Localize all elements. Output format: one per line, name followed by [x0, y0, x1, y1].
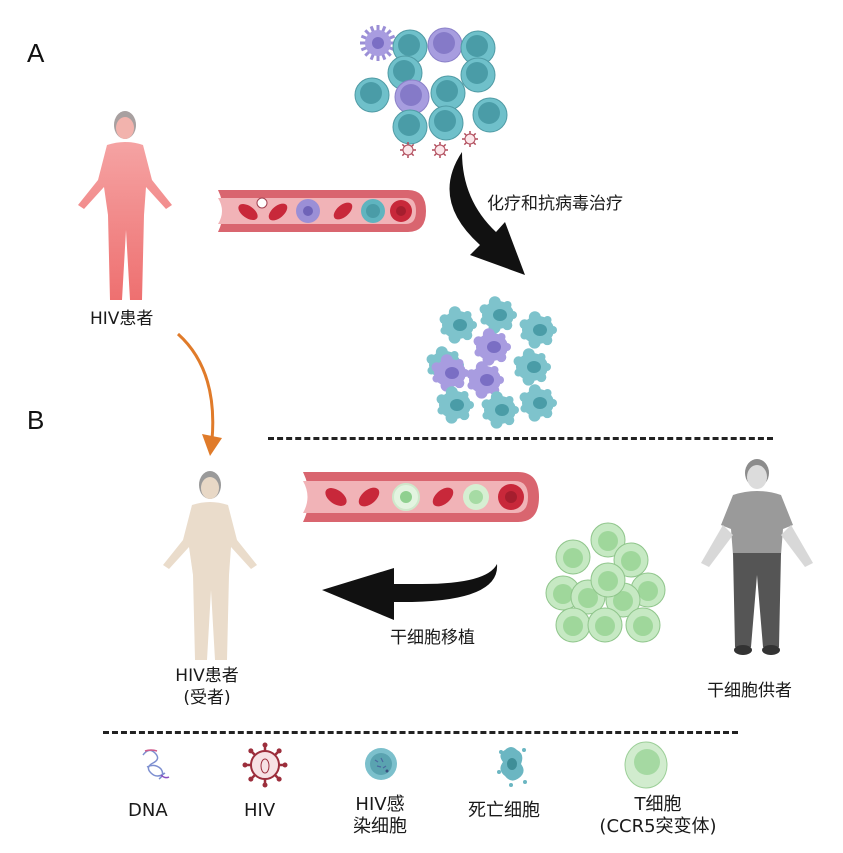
dead-purple-cell: [466, 361, 504, 399]
dead-purple-cell: [431, 354, 469, 392]
infected-cell-label-line1: HIV感: [355, 794, 405, 815]
legend-item-dna: [135, 745, 175, 783]
dead-purple-cell: [473, 328, 511, 366]
recipient-body-icon: [163, 471, 257, 660]
infected-cell-label-line2: 染细胞: [353, 816, 407, 837]
dead-cell-icon: [497, 747, 527, 787]
dead-cell: [479, 296, 517, 334]
dead-cell: [513, 348, 551, 386]
recipient-label-line2: (受者): [183, 688, 231, 708]
hiv-virus: [432, 142, 448, 158]
section-divider: [268, 437, 773, 440]
legend-label-dna: DNA: [128, 800, 168, 821]
dead-cell: [519, 384, 557, 422]
legend-label-t-cell: T细胞 (CCR5突变体): [598, 794, 718, 838]
hiv-patient-label: HIV患者: [90, 309, 154, 329]
orange-arrow: [170, 330, 230, 460]
donor-body-icon: [701, 459, 813, 655]
treatment-label: 化疗和抗病毒治疗: [487, 194, 623, 214]
recipient-label-line1: HIV患者: [175, 666, 239, 686]
legend-label-dead-cell: 死亡细胞: [468, 800, 540, 821]
red-blood-cell: [325, 488, 347, 506]
dead-cell-cluster: [420, 295, 570, 430]
hiv-recipient-label: HIV患者 (受者): [152, 665, 262, 709]
transplant-label: 干细胞移植: [390, 628, 475, 648]
t-cell-label-line1: T细胞: [634, 794, 682, 815]
treatment-arrow: [440, 150, 530, 280]
transplant-arrow: [322, 560, 502, 630]
dna-icon: [142, 749, 170, 780]
red-blood-cell: [333, 202, 353, 220]
red-blood-cell: [268, 203, 288, 221]
dead-cell: [436, 386, 474, 424]
hiv-virus: [256, 197, 268, 209]
legend-item-dead-cell: [495, 742, 529, 788]
spiky-purple-cell: [360, 25, 396, 61]
panel-b-label: B: [27, 405, 45, 435]
t-cell-cluster: [543, 522, 673, 655]
dead-cell: [519, 311, 557, 349]
panel-a-label: A: [27, 38, 45, 68]
hiv-patient-figure: [60, 105, 190, 305]
hiv-virus-icon: [242, 742, 288, 788]
donor-label: 干细胞供者: [707, 681, 792, 701]
blood-vessel-a: [218, 186, 428, 236]
red-blood-cell: [432, 487, 454, 507]
t-cell-icon: [624, 741, 668, 789]
legend-item-t-cell: [623, 740, 669, 790]
legend-label-hiv: HIV: [244, 800, 276, 821]
infected-cell-cluster: [350, 15, 508, 158]
legend-label-infected-cell: HIV感 染细胞: [345, 794, 415, 838]
t-cell-label-line2: (CCR5突变体): [599, 816, 717, 837]
blood-vessel-b: [303, 468, 543, 526]
red-blood-cell: [358, 487, 380, 507]
dead-cell: [439, 306, 477, 344]
patient-body-icon: [78, 111, 172, 300]
hiv-virus: [462, 131, 478, 147]
legend: DNA HIV HIV感 染细胞 死亡细胞 T: [0, 740, 843, 853]
stem-cell-donor-figure: [695, 455, 820, 665]
dead-cell: [481, 391, 519, 429]
legend-divider: [103, 731, 738, 734]
hiv-recipient-figure: [145, 465, 275, 665]
hiv-virus: [400, 142, 416, 158]
legend-item-hiv: [242, 742, 288, 788]
red-blood-cell: [238, 204, 258, 220]
legend-item-infected-cell: [363, 746, 399, 782]
infected-cell-icon: [365, 748, 397, 780]
